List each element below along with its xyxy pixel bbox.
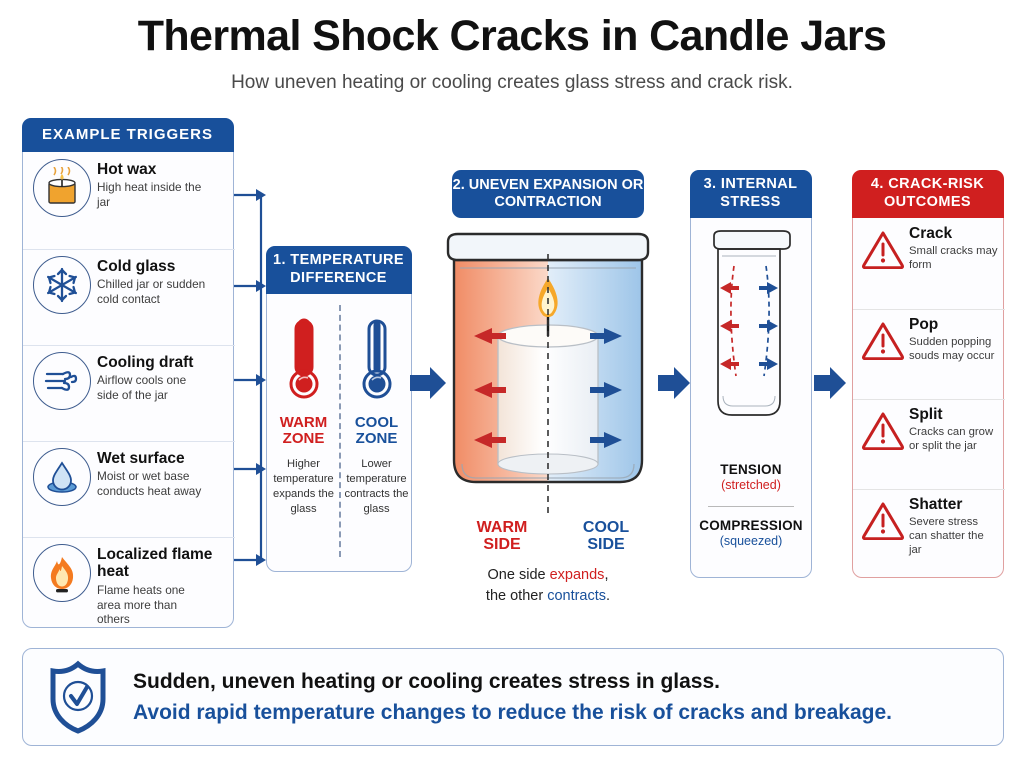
summary-line-1: Sudden, uneven heating or cooling create… (133, 670, 720, 694)
outcome-desc: Severe stress can shatter the jar (909, 516, 984, 557)
caption-part: . (606, 587, 611, 604)
cool-thermometer-icon (362, 319, 391, 399)
page-subtitle: How uneven heating or cooling creates gl… (231, 72, 793, 93)
hot-wax-candle-icon (31, 157, 93, 219)
warning-triangle-icon (859, 310, 907, 360)
shield-check-icon (23, 660, 133, 734)
warning-triangle-icon (859, 219, 907, 269)
trigger-desc: High heat inside the jar (97, 180, 202, 210)
crack-risk-heading: 4. CRACK-RISK OUTCOMES (851, 169, 1004, 218)
trigger-title: Localized flame heat (97, 546, 213, 581)
outcome-desc: Cracks can grow or split the jar (909, 426, 994, 453)
outcome-desc: Sudden popping souds may occur (909, 336, 995, 363)
trigger-item-wet-surface[interactable]: Wet surface Moist or wet base conducts h… (23, 441, 235, 537)
warm-expansion-arrows (474, 328, 506, 448)
outcome-title: Shatter (909, 496, 963, 513)
flame-icon (31, 542, 93, 604)
trigger-desc: Moist or wet base conducts heat away (97, 469, 202, 499)
caption-part: the other (485, 587, 548, 604)
internal-stress-heading: 3. INTERNAL STRESS (689, 169, 812, 218)
trigger-item-hot-wax[interactable]: Hot wax High heat inside the jar (23, 153, 235, 249)
trigger-title: Cold glass (97, 258, 176, 275)
caption-expands: expands (549, 567, 605, 583)
trigger-desc: Airflow cools one side of the jar (97, 373, 187, 403)
trigger-desc: Flame heats one area more than others (97, 582, 185, 627)
cool-zone: COOL ZONE Lower temperature contracts th… (340, 305, 413, 573)
cool-zone-desc: Lower temperature contracts the glass (344, 457, 409, 515)
example-triggers-panel: EXAMPLE TRIGGERS Hot wax H (21, 117, 235, 628)
trigger-item-localized-flame-heat[interactable]: Localized flame heat Flame heats one are… (23, 537, 235, 627)
crack-risk-outcomes-panel: 4. CRACK-RISK OUTCOMES Crack Small crack… (851, 169, 1005, 578)
outcome-title: Crack (909, 225, 953, 242)
outcome-item-crack[interactable]: Crack Small cracks may form (853, 219, 1005, 309)
warning-triangle-icon (859, 400, 907, 450)
stress-divider (708, 506, 794, 507)
trigger-title: Wet surface (97, 450, 185, 467)
water-drop-icon (31, 446, 93, 508)
outcome-item-shatter[interactable]: Shatter Severe stress can shatter the ja… (853, 489, 1005, 577)
outcome-desc: Small cracks may form (909, 245, 998, 272)
warning-triangle-icon (859, 490, 907, 540)
outcome-title: Split (909, 406, 943, 423)
snowflake-icon (31, 254, 93, 316)
trigger-title: Cooling draft (97, 354, 194, 371)
cool-side-label: COOL SIDE (582, 519, 630, 554)
tension-sublabel: (stretched) (721, 478, 781, 492)
page-title: Thermal Shock Cracks in Candle Jars (137, 12, 887, 60)
compression-label-group: COMPRESSION (squeezed) (690, 518, 812, 548)
uneven-expansion-heading: 2. UNEVEN EXPANSION OR CONTRACTION (452, 170, 644, 218)
summary-banner: Sudden, uneven heating or cooling create… (22, 648, 1004, 746)
caption-part: One side (487, 567, 550, 583)
connector-arrow-1-to-2 (410, 367, 446, 399)
connector-arrow-3-to-4 (814, 367, 846, 399)
expansion-caption: One side expands, the other contracts. (432, 565, 664, 606)
compression-label: COMPRESSION (699, 518, 803, 533)
trigger-title: Hot wax (97, 161, 157, 178)
temperature-difference-panel: 1. TEMPERATURE DIFFERENCE WARM ZONE High… (265, 245, 413, 573)
temperature-difference-heading: 1. TEMPERATURE DIFFERENCE (265, 245, 412, 294)
cool-contraction-arrows (590, 328, 622, 448)
warm-zone-name: WARM ZONE (279, 414, 328, 447)
compression-sublabel: (squeezed) (719, 534, 783, 548)
tension-label: TENSION (720, 462, 782, 477)
outcome-item-pop[interactable]: Pop Sudden popping souds may occur (853, 309, 1005, 399)
example-triggers-heading: EXAMPLE TRIGGERS (21, 117, 234, 152)
trigger-item-cooling-draft[interactable]: Cooling draft Airflow cools one side of … (23, 345, 235, 441)
trigger-item-cold-glass[interactable]: Cold glass Chilled jar or sudden cold co… (23, 249, 235, 345)
outcome-item-split[interactable]: Split Cracks can grow or split the jar (853, 399, 1005, 489)
tension-label-group: TENSION (stretched) (690, 462, 812, 492)
connector-arrow-2-to-3 (658, 367, 690, 399)
caption-part: , (604, 567, 609, 583)
cool-zone-name: COOL ZONE (354, 414, 399, 447)
warm-thermometer-icon (289, 318, 318, 399)
sidebar-connector-arrows (234, 189, 266, 566)
outcome-title: Pop (909, 316, 939, 333)
warm-zone: WARM ZONE Higher temperature expands the… (267, 305, 340, 573)
candle-jar-diagram (446, 232, 650, 518)
summary-line-2: Avoid rapid temperature changes to reduc… (133, 700, 892, 724)
trigger-desc: Chilled jar or sudden cold contact (97, 277, 206, 307)
zone-divider (339, 305, 341, 557)
stress-jar-diagram (713, 230, 791, 416)
warm-zone-desc: Higher temperature expands the glass (273, 457, 334, 515)
caption-contracts: contracts (547, 587, 607, 604)
wind-draft-icon (31, 350, 93, 412)
warm-side-label: WARM SIDE (476, 519, 528, 554)
